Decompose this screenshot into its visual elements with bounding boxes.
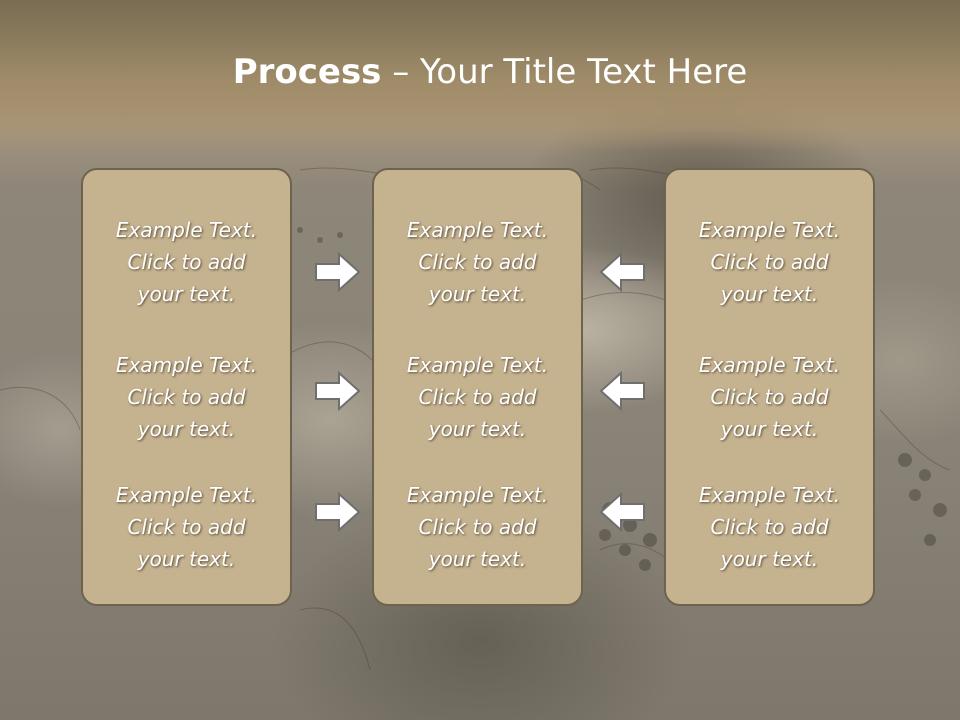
text-line: Example Text. (406, 483, 549, 507)
text-line: Click to add (418, 250, 537, 274)
text-line: Click to add (710, 385, 829, 409)
text-line: your text. (137, 282, 236, 306)
arrow-left-icon (597, 250, 647, 294)
text-block[interactable]: Example Text. Click to add your text. (374, 214, 581, 310)
text-line: Example Text. (698, 353, 841, 377)
text-line: your text. (428, 547, 527, 571)
arrow-right-icon (313, 250, 363, 294)
text-line: Example Text. (115, 483, 258, 507)
text-line: Example Text. (406, 353, 549, 377)
title-strong: Process (232, 52, 382, 92)
text-line: Example Text. (115, 353, 258, 377)
process-panel-left[interactable]: Example Text. Click to add your text. Ex… (81, 168, 292, 606)
text-line: your text. (137, 417, 236, 441)
text-line: your text. (428, 417, 527, 441)
arrow-left-icon (597, 490, 647, 534)
text-line: Click to add (418, 385, 537, 409)
text-block[interactable]: Example Text. Click to add your text. (374, 479, 581, 575)
arrow-right-icon (313, 490, 363, 534)
text-block[interactable]: Example Text. Click to add your text. (83, 214, 290, 310)
arrow-left-icon (597, 369, 647, 413)
text-block[interactable]: Example Text. Click to add your text. (83, 349, 290, 445)
text-line: Click to add (127, 250, 246, 274)
text-line: your text. (720, 282, 819, 306)
text-line: your text. (720, 547, 819, 571)
text-line: Example Text. (698, 483, 841, 507)
text-block[interactable]: Example Text. Click to add your text. (83, 479, 290, 575)
text-line: Click to add (418, 515, 537, 539)
text-line: your text. (137, 547, 236, 571)
text-line: Example Text. (115, 218, 258, 242)
slide-title[interactable]: Process – Your Title Text Here (0, 52, 960, 92)
title-bar (0, 0, 960, 150)
text-block[interactable]: Example Text. Click to add your text. (666, 214, 873, 310)
arrow-right-icon (313, 369, 363, 413)
text-line: Click to add (127, 515, 246, 539)
text-line: Click to add (710, 250, 829, 274)
title-rest: – Your Title Text Here (381, 52, 748, 92)
process-panel-middle[interactable]: Example Text. Click to add your text. Ex… (372, 168, 583, 606)
text-block[interactable]: Example Text. Click to add your text. (374, 349, 581, 445)
text-line: Click to add (710, 515, 829, 539)
text-block[interactable]: Example Text. Click to add your text. (666, 349, 873, 445)
text-line: your text. (720, 417, 819, 441)
text-line: Example Text. (406, 218, 549, 242)
text-line: Click to add (127, 385, 246, 409)
text-block[interactable]: Example Text. Click to add your text. (666, 479, 873, 575)
text-line: Example Text. (698, 218, 841, 242)
text-line: your text. (428, 282, 527, 306)
process-panel-right[interactable]: Example Text. Click to add your text. Ex… (664, 168, 875, 606)
